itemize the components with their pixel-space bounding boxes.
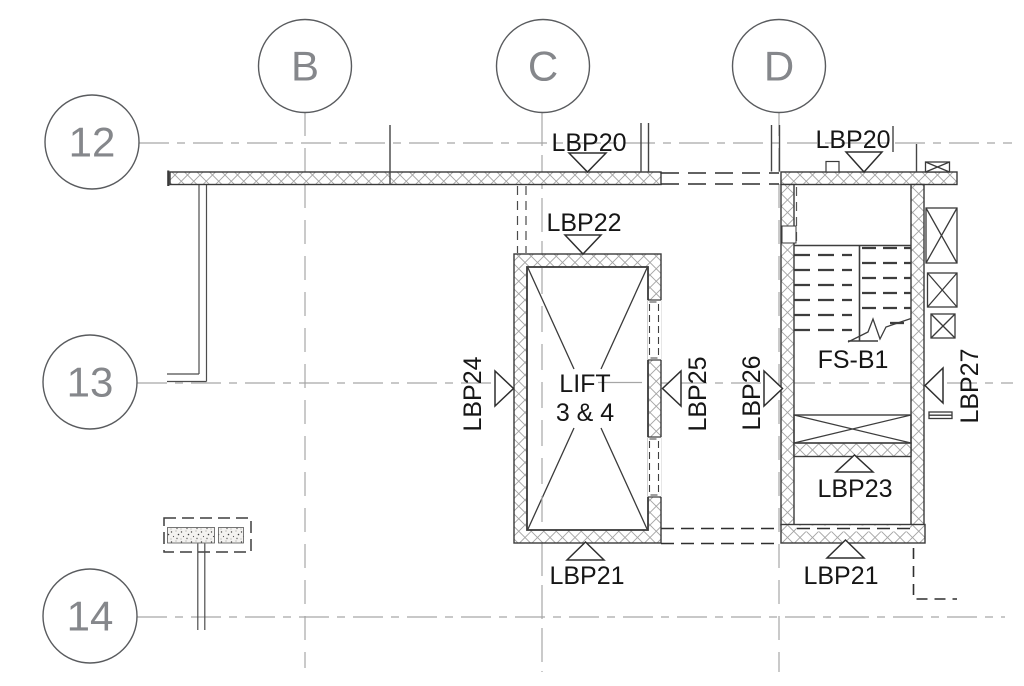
room-labels: LIFT 3 & 4 FS-B1 [556,346,889,427]
duct-box-3 [930,313,956,339]
lift-shaft-cross [527,267,648,530]
grid-bubbles: B C D 12 13 14 [42,18,827,664]
lbp21-c-label: LBP21 [549,562,624,590]
grid-bubble-12 [44,94,140,190]
lbp26-label: LBP26 [738,355,766,430]
lbp21-d-triangle-icon [825,538,866,559]
lbp-markers [494,151,944,561]
lbp20-c-label: LBP20 [551,129,626,157]
grid-bubble-13 [42,334,138,430]
grid-bubble-13-label: 13 [67,359,114,406]
lbp22-label: LBP22 [546,209,621,237]
stair-break-line [847,317,912,343]
lbp-labels: LBP20 LBP20 LBP22 LBP21 LBP21 LBP23 LBP2… [459,126,984,590]
lbp22-triangle-icon [563,234,603,256]
duct-box-1 [925,207,958,264]
lift-label-line1: LIFT [559,370,610,398]
lbp21-d-label: LBP21 [803,562,878,590]
lintel-bar [928,411,953,420]
lift-door-openings [647,299,662,498]
stair-treads-left-flight [794,253,852,332]
dashed-corner-southeast [912,548,957,600]
stair-east-wall [910,183,925,526]
lift-label-line2: 3 & 4 [556,399,614,427]
wall-stubs [389,123,918,185]
dashed-connectors [516,172,957,600]
pier-concrete-1 [167,527,215,544]
duct-box-top [924,161,951,173]
lbp20-c-triangle-icon [567,152,608,174]
grid-bubble-14 [42,568,138,664]
grid-bubble-12-label: 12 [69,119,116,166]
stair-south-wall-slot [797,525,910,532]
lbp23-label: LBP23 [817,475,892,503]
l-wall [167,185,208,383]
lbp25-triangle-icon [661,369,682,408]
lbp27-label: LBP27 [956,348,984,423]
stair-internals [781,187,912,444]
lbp20-d-triangle-icon [844,151,884,174]
duct-box-2 [926,272,958,308]
lbp24-triangle-icon [494,369,515,408]
top-wall-east-segment [780,171,958,186]
lbp21-c-triangle-icon [565,540,606,561]
stair-label: FS-B1 [818,346,889,374]
grid-bubble-D [731,18,827,114]
grid-overlay-in-lift [541,268,642,529]
grid-bubble-B-label: B [291,43,319,90]
pier-concrete-2 [218,527,244,544]
stair-mid-wall [793,442,912,458]
service-duct-boxes [924,161,958,420]
grid-bubble-B [257,18,353,114]
grid-bubble-C-label: C [528,43,558,90]
stair-cross-brace-box [793,414,912,444]
grid-bubble-14-label: 14 [67,593,114,640]
stair-treads-right-flight [862,246,911,325]
grid-bubble-C [495,18,591,114]
lbp23-triangle-icon [834,453,875,473]
lbp27-triangle-icon [923,366,944,405]
pier-dashed-outline [163,517,252,553]
stair-wall-notch [781,225,797,244]
lbp24-label: LBP24 [459,356,487,431]
concrete-pier [163,517,252,630]
grid-bubble-D-label: D [764,43,794,90]
lift-door-leaf-2 [648,438,660,496]
lift-door-leaf-1 [648,301,660,359]
top-wall-west-segment [169,171,662,186]
lbp20-d-label: LBP20 [815,126,890,154]
top-wall-notch [825,160,840,173]
lbp26-triangle-icon [763,369,784,408]
lbp25-label: LBP25 [684,356,712,431]
